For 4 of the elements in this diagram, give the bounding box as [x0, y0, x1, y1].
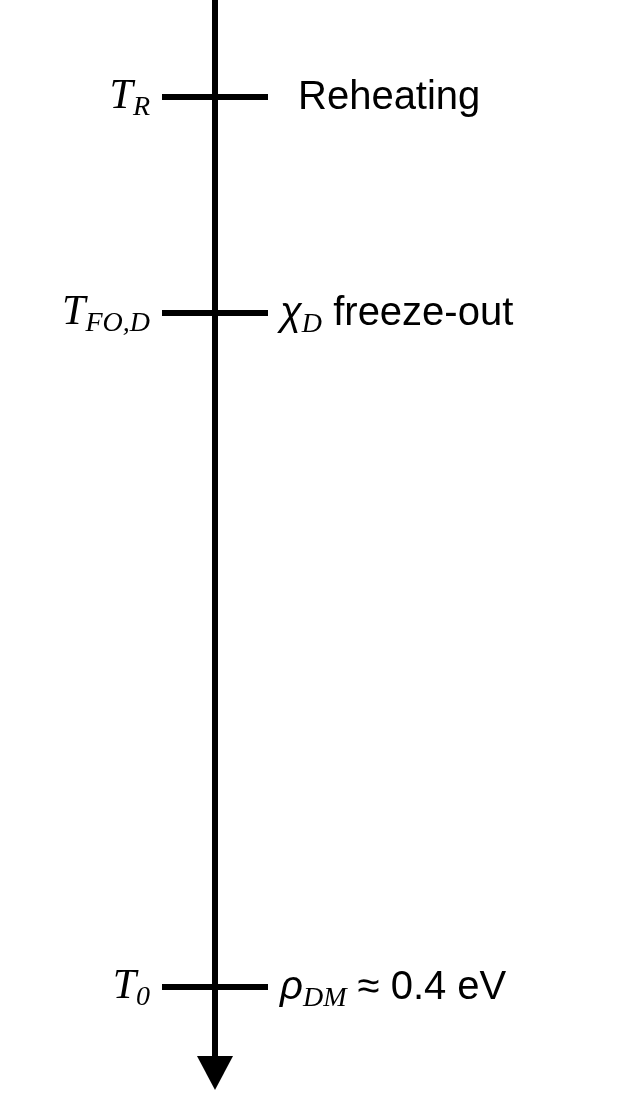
event-label: Reheating [298, 75, 481, 115]
event-label: ρ$_{DM}$ ≈ 0.4 eV [280, 965, 507, 1005]
temperature-label: T$_{0}$ [112, 963, 150, 1005]
temperature-label: T$_{R}$ [109, 73, 150, 115]
